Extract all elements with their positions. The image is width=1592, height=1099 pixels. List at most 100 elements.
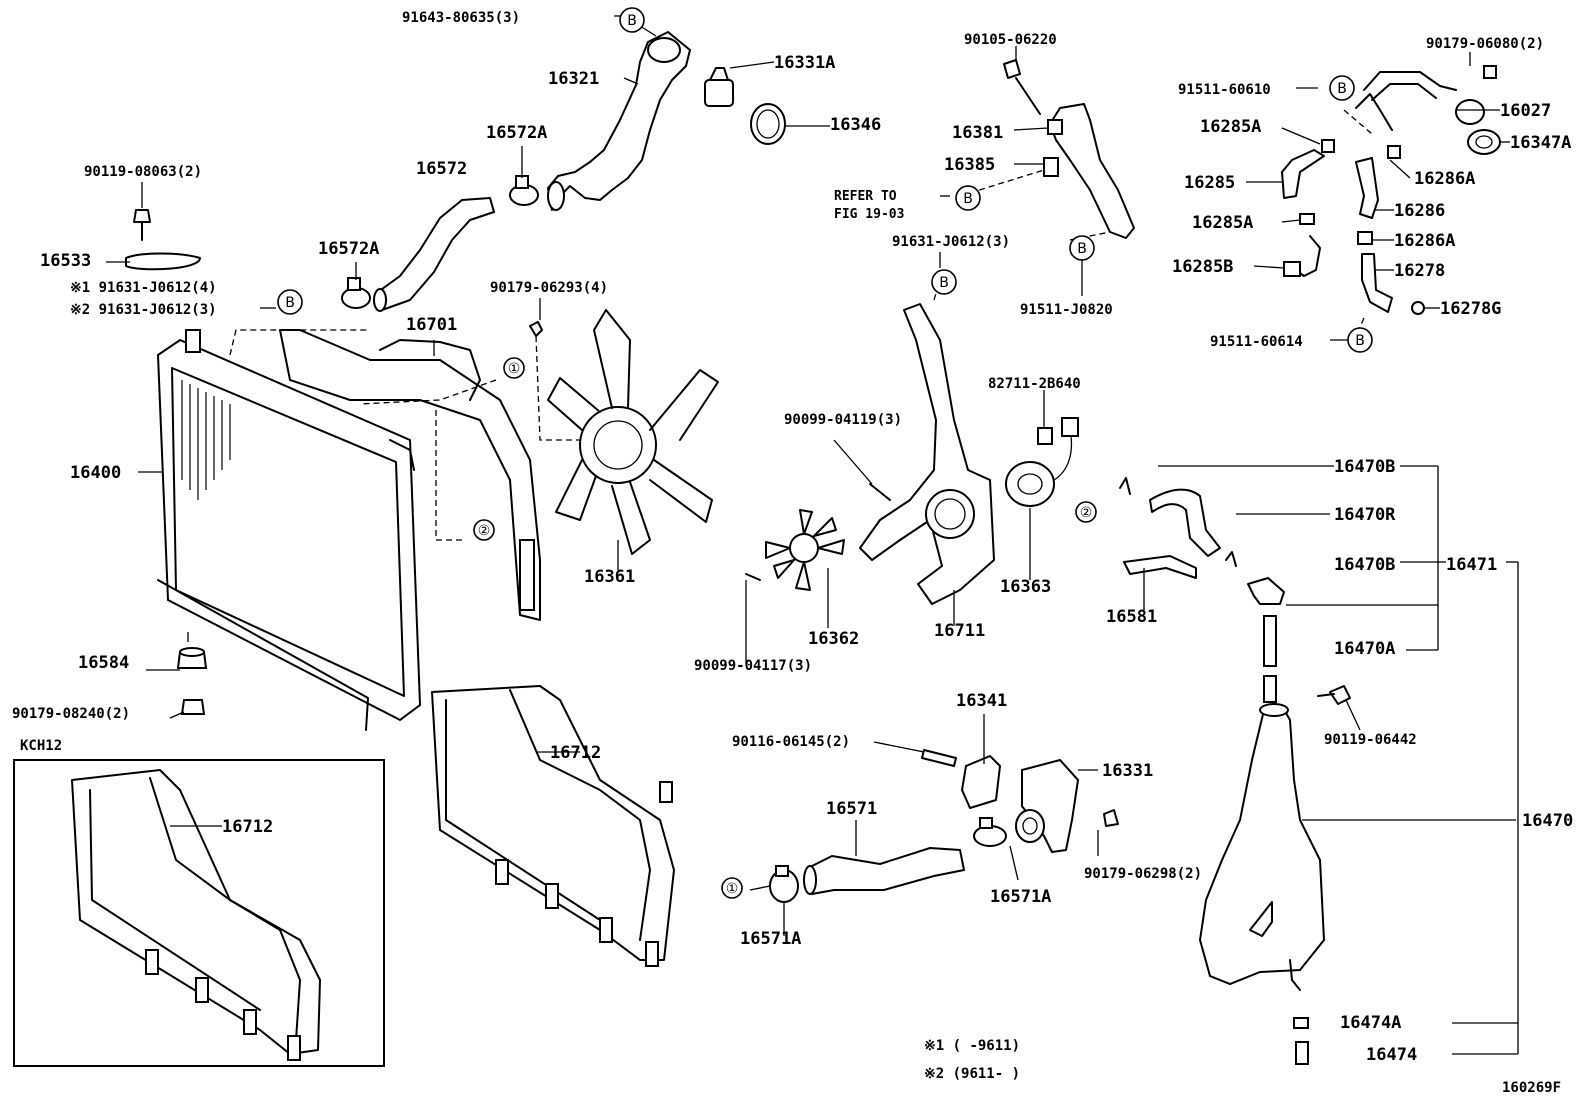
part-label: 16471 — [1446, 555, 1497, 575]
callout-label: ② — [1080, 505, 1093, 521]
part-label: 16385 — [944, 155, 995, 175]
callout-label: ① — [726, 881, 739, 897]
part-label: 90179-06080(2) — [1426, 36, 1544, 52]
part-label: 16285A — [1200, 117, 1261, 137]
part-label: 16572 — [416, 159, 467, 179]
part-label: 91643-80635(3) — [402, 10, 520, 26]
part-label: KCH12 — [20, 738, 62, 754]
part-label: 90119-08063(2) — [84, 164, 202, 180]
part-label: 16581 — [1106, 607, 1157, 627]
part-label: REFER TO — [834, 189, 897, 204]
part-label: 90116-06145(2) — [732, 734, 850, 750]
callout-ring — [277, 289, 303, 315]
part-label: ※2 91631-J0612(3) — [70, 302, 217, 318]
part-label: 16533 — [40, 251, 91, 271]
part-label: 16470R — [1334, 505, 1396, 525]
part-label: 82711-2B640 — [988, 376, 1081, 392]
part-label: 16341 — [956, 691, 1007, 711]
callout-label: B — [963, 191, 973, 207]
part-label: 16571A — [740, 929, 801, 949]
part-label: 16712 — [550, 743, 601, 763]
callout-circle: B — [1329, 75, 1355, 101]
part-label: 90179-06298(2) — [1084, 866, 1202, 882]
callout-ring — [473, 519, 495, 541]
callout-ring — [1069, 235, 1095, 261]
part-label: ※1 ( -9611) — [924, 1038, 1020, 1054]
part-label: 16572A — [318, 239, 379, 259]
callout-circle: B — [277, 289, 303, 315]
part-label: 16285 — [1184, 173, 1235, 193]
callout-circle: ② — [1075, 501, 1097, 523]
part-label: 16571 — [826, 799, 877, 819]
part-label: 16712 — [222, 817, 273, 837]
part-label: 16470 — [1522, 811, 1573, 831]
part-label: 16321 — [548, 69, 599, 89]
part-label: 16285A — [1192, 213, 1253, 233]
callout-circle: ① — [721, 877, 743, 899]
callout-circle: B — [1069, 235, 1095, 261]
callout-ring — [503, 357, 525, 379]
part-label: 16474 — [1366, 1045, 1417, 1065]
callout-label: B — [1337, 81, 1347, 97]
callout-label: B — [627, 13, 637, 29]
callout-circle: ① — [503, 357, 525, 379]
part-label: 91511-60614 — [1210, 334, 1303, 350]
part-label: 16362 — [808, 629, 859, 649]
part-label: 16286A — [1414, 169, 1475, 189]
callout-circle: B — [955, 185, 981, 211]
part-label: 16286A — [1394, 231, 1455, 251]
part-label: 90099-04117(3) — [694, 658, 812, 674]
callout-label: B — [939, 275, 949, 291]
part-label: 16363 — [1000, 577, 1051, 597]
callout-label: ② — [478, 523, 491, 539]
callout-label: B — [285, 295, 295, 311]
part-label: 16331A — [774, 53, 835, 73]
part-label: 16474A — [1340, 1013, 1401, 1033]
callout-ring — [931, 269, 957, 295]
part-label: 16701 — [406, 315, 457, 335]
part-label: 16278G — [1440, 299, 1501, 319]
callout-ring — [1347, 327, 1373, 353]
part-label: 16572A — [486, 123, 547, 143]
part-label: 16470A — [1334, 639, 1395, 659]
callout-circle: B — [1347, 327, 1373, 353]
part-label: 16286 — [1394, 201, 1445, 221]
part-label: 91631-J0612(3) — [892, 234, 1010, 250]
part-label: 90099-04119(3) — [784, 412, 902, 428]
part-label: 90105-06220 — [964, 32, 1057, 48]
part-label: 91511-J0820 — [1020, 302, 1113, 318]
part-label: 90179-08240(2) — [12, 706, 130, 722]
part-label: 16400 — [70, 463, 121, 483]
part-label: 16361 — [584, 567, 635, 587]
part-label: 16331 — [1102, 761, 1153, 781]
part-label: 16346 — [830, 115, 881, 135]
callout-label: B — [1355, 333, 1365, 349]
callout-label: ① — [508, 361, 521, 377]
part-label: 16285B — [1172, 257, 1233, 277]
drawing — [13, 15, 1519, 1067]
part-label: 16347A — [1510, 133, 1571, 153]
part-label: 16711 — [934, 621, 985, 641]
part-label: FIG 19-03 — [834, 207, 904, 222]
callout-ring — [955, 185, 981, 211]
callout-ring — [721, 877, 743, 899]
part-label: 91511-60610 — [1178, 82, 1271, 98]
part-label: 16278 — [1394, 261, 1445, 281]
part-label: ※1 91631-J0612(4) — [70, 280, 217, 296]
callout-circle: ② — [473, 519, 495, 541]
callout-ring — [619, 7, 645, 33]
label-group: 91643-80635(3) 16321 16331A 16346 16572A 1657… — [12, 10, 1573, 1096]
part-label: 160269F — [1502, 1080, 1561, 1096]
part-label: 16381 — [952, 123, 1003, 143]
part-label: 16027 — [1500, 101, 1551, 121]
callout-group: B B B B B B B ① ② ② ① — [277, 7, 1373, 899]
callout-ring — [1329, 75, 1355, 101]
part-label: 16470B — [1334, 555, 1395, 575]
callout-circle: B — [931, 269, 957, 295]
callout-label: B — [1077, 241, 1087, 257]
callout-ring — [1075, 501, 1097, 523]
part-label: 16470B — [1334, 457, 1395, 477]
callout-circle: B — [619, 7, 645, 33]
part-label: 90179-06293(4) — [490, 280, 608, 296]
